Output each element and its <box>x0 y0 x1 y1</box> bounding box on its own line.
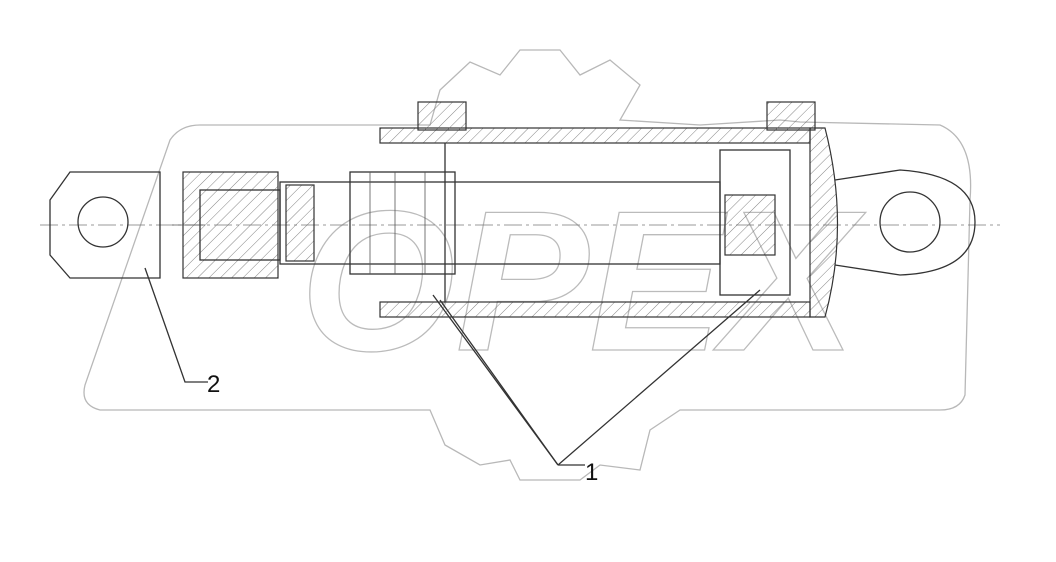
rod-eye <box>49 171 281 279</box>
cylinder-tube <box>349 101 839 318</box>
leader-lines <box>144 267 761 466</box>
cylinder-eye <box>834 169 976 276</box>
watermark-text: OPEX <box>300 170 866 393</box>
callout-1: 1 <box>585 459 598 486</box>
callout-2: 2 <box>207 371 220 398</box>
